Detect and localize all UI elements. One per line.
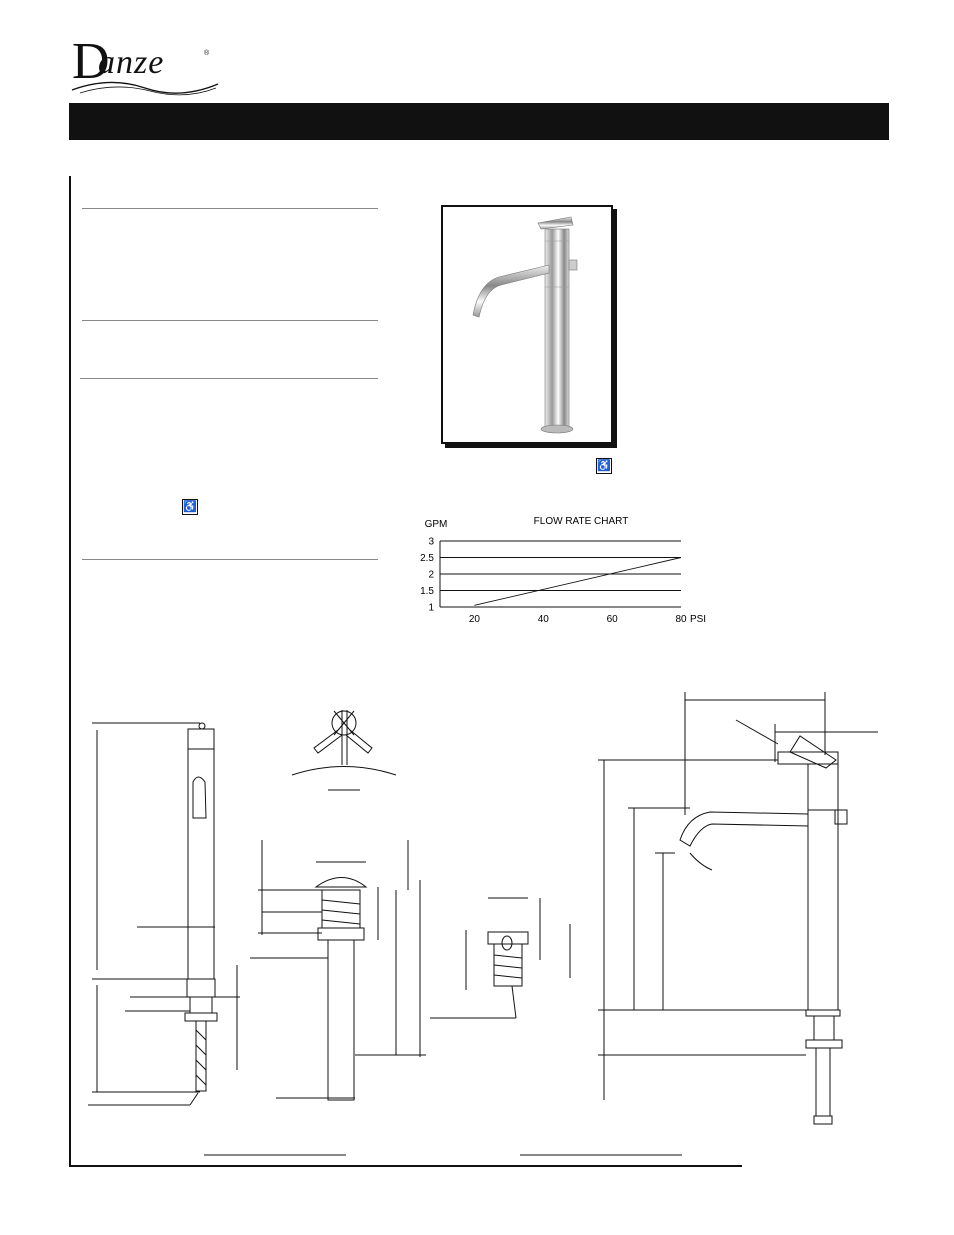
chart-y-tick-label: 1.5	[420, 586, 434, 597]
chart-y-tick-label: 1	[428, 603, 434, 614]
section-divider	[82, 320, 378, 321]
chart-title: FLOW RATE CHART	[534, 516, 629, 527]
title-bar	[69, 103, 889, 140]
chart-x-tick-label: 60	[607, 614, 619, 625]
wheelchair-glyph: ♿	[183, 500, 197, 513]
left-border-rule	[69, 176, 71, 1166]
dimension-drawings	[88, 692, 878, 1156]
wheelchair-icon: ♿	[182, 499, 198, 515]
chart-x-tick-label: 20	[469, 614, 481, 625]
logo-swoosh	[71, 81, 219, 96]
bottom-border-rule	[69, 1165, 742, 1167]
flow-rate-chart: FLOW RATE CHART GPM PSI 1 1.5 2 2.5 3 20 40 60…	[420, 516, 706, 625]
chart-x-axis-label: PSI	[690, 614, 706, 625]
faucet-cap	[187, 728, 215, 750]
section-divider	[80, 378, 378, 379]
faucet-illustration	[472, 216, 578, 434]
logo-initial: D	[72, 33, 110, 90]
brand-logo: D anze ®	[70, 33, 220, 96]
chart-y-tick-label: 2.5	[420, 553, 434, 564]
chart-x-tick-label: 80	[675, 614, 687, 625]
chart-x-ticks: 20 40 60 80	[469, 614, 687, 625]
logo-wordmark: anze	[98, 44, 165, 81]
chart-x-tick-label: 40	[538, 614, 550, 625]
registered-mark: ®	[204, 50, 210, 57]
wheelchair-icon: ♿	[596, 458, 612, 474]
wheelchair-glyph: ♿	[597, 459, 611, 472]
section-divider	[82, 208, 378, 209]
chart-y-tick-label: 2	[428, 570, 434, 581]
chart-y-ticks: 1 1.5 2 2.5 3	[420, 537, 434, 614]
product-photo	[441, 205, 613, 444]
chart-series-line	[474, 557, 682, 606]
section-divider	[82, 559, 378, 560]
chart-series	[474, 557, 682, 606]
chart-y-tick-label: 3	[428, 537, 434, 548]
chart-grid	[439, 540, 681, 608]
chart-y-axis-label: GPM	[425, 519, 448, 530]
